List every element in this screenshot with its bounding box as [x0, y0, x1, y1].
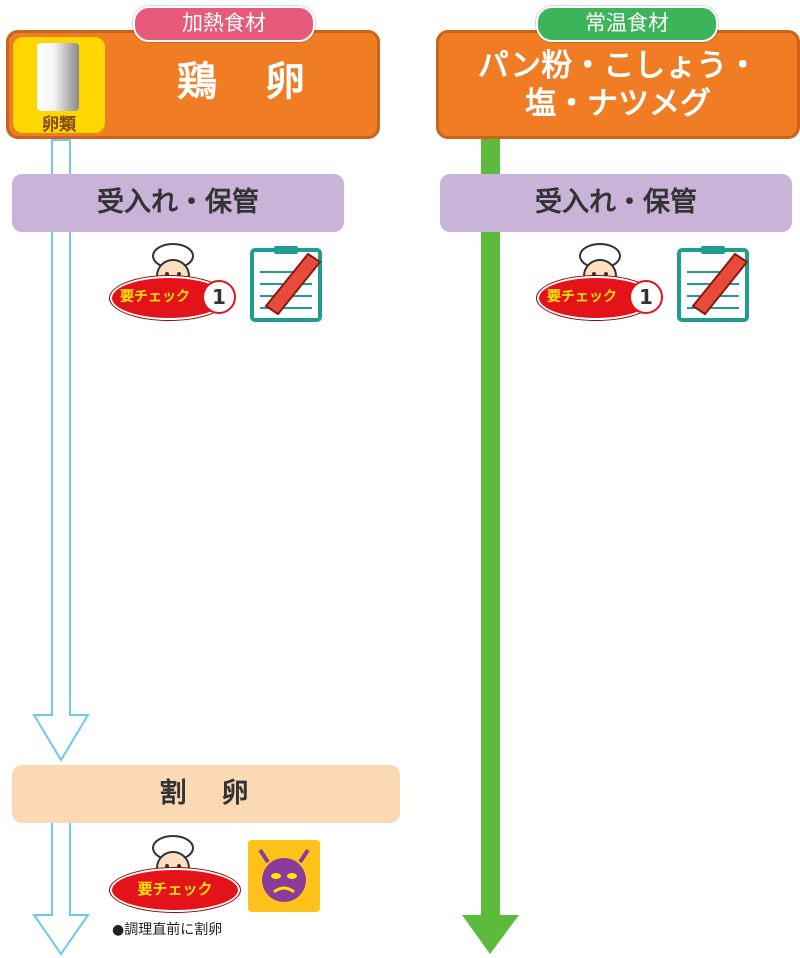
- right-category-pill: 常温食材: [536, 6, 718, 42]
- right-check-badge-label: 要チェック: [547, 289, 617, 305]
- record-sheet-icon: [250, 246, 322, 322]
- left-header-title: 鶏 卵: [177, 59, 309, 105]
- left-crack-step: 割 卵: [12, 765, 400, 823]
- left-storage-step: 受入れ・保管: [12, 174, 344, 232]
- egg-category-badge: 卵類: [13, 37, 105, 135]
- right-storage-step: 受入れ・保管: [440, 174, 792, 232]
- left-storage-step-label: 受入れ・保管: [97, 187, 259, 218]
- right-check-group: 要チェック 1: [537, 242, 757, 322]
- left-category-pill: 加熱食材: [133, 6, 315, 42]
- egg-icon: [37, 43, 79, 111]
- germ-icon: [248, 840, 320, 912]
- right-storage-step-label: 受入れ・保管: [535, 187, 697, 218]
- right-header-title-line2: 塩・ナツメグ: [525, 86, 711, 122]
- right-header-title-line1: パン粉・こしょう・: [477, 48, 759, 84]
- left-crack-note: ●調理直前に割卵: [112, 922, 223, 938]
- left-header-box: 卵類 鶏 卵: [6, 30, 380, 139]
- left-crack-step-label: 割 卵: [159, 778, 253, 809]
- egg-badge-label: 卵類: [42, 115, 76, 135]
- left-check-number: 1: [202, 280, 236, 314]
- left-check-group: 要チェック 1: [110, 242, 330, 322]
- left-check-badge-label: 要チェック: [120, 289, 190, 305]
- left-crack-check-badge: 要チェック: [110, 868, 240, 912]
- right-header-box: パン粉・こしょう・ 塩・ナツメグ: [436, 30, 800, 139]
- record-sheet-icon: [677, 246, 749, 322]
- right-check-number: 1: [629, 280, 663, 314]
- left-crack-check-group: 要チェック: [110, 834, 330, 914]
- left-crack-check-badge-label: 要チェック: [137, 880, 213, 898]
